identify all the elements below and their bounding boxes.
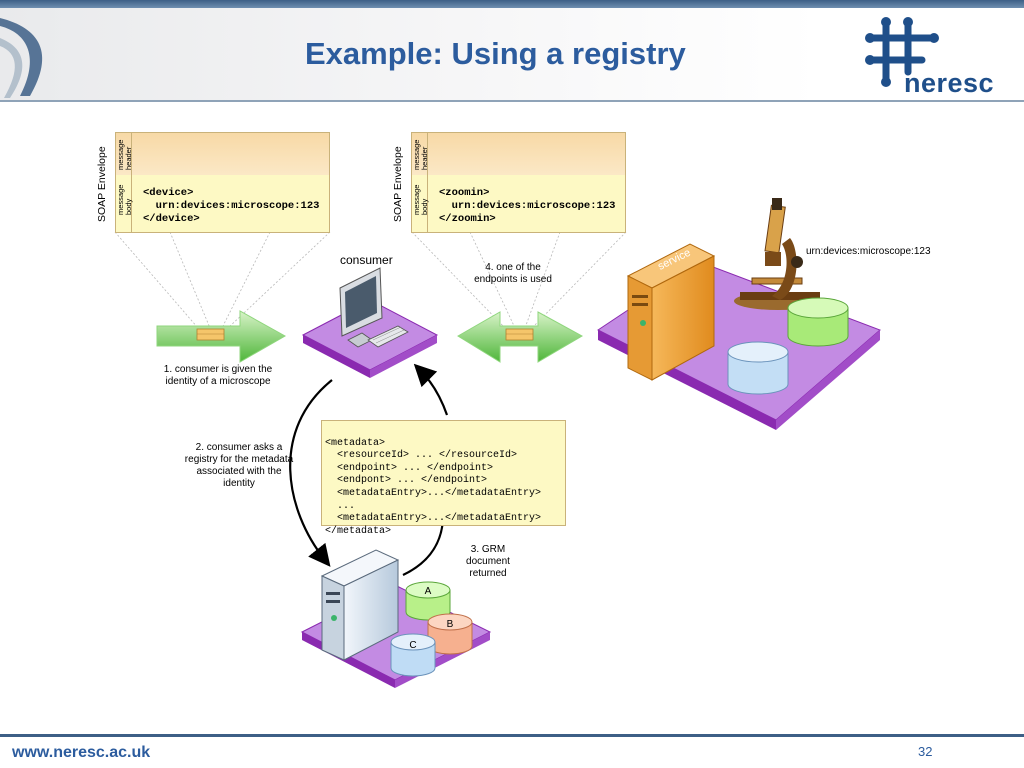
envelope-left-body-line: <device> — [143, 187, 194, 199]
database-b-label: B — [446, 619, 454, 630]
soap-envelope-right — [411, 132, 626, 233]
envelope-header — [116, 133, 329, 176]
step-1-caption: 1. consumer is given the identity of a m… — [163, 364, 273, 387]
grm-line: <endpont> ... </endpoint> — [325, 475, 488, 487]
grm-line: <endpoint> ... </endpoint> — [325, 462, 494, 474]
slide-header — [0, 8, 1024, 100]
envelope-left-body-line: </device> — [143, 213, 200, 225]
envelope-header — [412, 133, 625, 176]
database-b — [427, 613, 473, 655]
projection-lines — [114, 231, 627, 329]
top-band — [0, 0, 1024, 8]
footer-divider — [0, 734, 1024, 737]
database-c — [390, 633, 436, 677]
header-divider — [0, 100, 1024, 102]
consumer-platform — [301, 299, 439, 378]
soap-envelope-left — [115, 132, 330, 233]
registry-server-icon — [320, 549, 400, 661]
step-2-caption: 2. consumer asks a registry for the meta… — [184, 442, 294, 489]
microscope-urn-label: urn:devices:microscope:123 — [806, 246, 931, 257]
footer-url[interactable]: www.neresc.ac.uk — [12, 744, 151, 761]
arrow-consumer-service — [457, 311, 584, 363]
soap-envelope-label: SOAP Envelope — [392, 146, 404, 222]
step-4-caption: 4. one of the endpoints is used — [474, 262, 552, 285]
envelope-left-body-line: urn:devices:microscope:123 — [143, 200, 320, 212]
message-body-label: message body — [116, 184, 133, 215]
envelope-right-body-line: urn:devices:microscope:123 — [439, 200, 616, 212]
slide-title: Example: Using a registry — [305, 36, 686, 71]
envelope-label-column — [131, 133, 132, 232]
consumer-label: consumer — [340, 253, 393, 267]
service-server-icon — [626, 243, 716, 381]
grm-document-box — [321, 420, 566, 526]
grm-line: </metadata> — [325, 525, 392, 537]
grm-line: <metadataEntry>...</metadataEntry> — [325, 513, 542, 525]
message-header-label: message header — [116, 139, 133, 170]
envelope-body — [116, 175, 329, 232]
service-database-green — [787, 297, 849, 347]
response-arrow-upper — [413, 363, 449, 416]
database-a-label: A — [424, 586, 432, 597]
request-arrow — [289, 379, 333, 567]
database-c-label: C — [409, 640, 417, 651]
service-database-blue — [727, 341, 789, 395]
soap-envelope-label: SOAP Envelope — [96, 146, 108, 222]
arrow-to-consumer — [156, 310, 287, 363]
grm-line: <resourceId> ... </resourceId> — [325, 450, 518, 462]
slide-footer — [0, 737, 1024, 768]
grm-document: <metadata> <resourceId> ... </resourceId… — [325, 425, 541, 551]
envelope-right-body-line: </zoomin> — [439, 213, 496, 225]
header-swoosh — [0, 18, 43, 98]
envelope-body — [412, 175, 625, 232]
grm-line: <metadata> — [325, 437, 386, 449]
grm-line: <metadataEntry>...</metadataEntry> — [325, 487, 542, 499]
logo-text: neresc — [904, 68, 995, 98]
neresc-logo-icon — [865, 17, 939, 87]
page-number: 32 — [918, 744, 933, 759]
envelope-right-body-line: <zoomin> — [439, 187, 490, 199]
envelope-label-column — [427, 133, 428, 232]
computer-icon — [339, 267, 409, 348]
step-3-caption: 3. GRM document returned — [466, 544, 510, 579]
message-body-label: message body — [412, 184, 429, 215]
message-header-label: message header — [412, 139, 429, 170]
grm-line: ... — [325, 500, 356, 512]
